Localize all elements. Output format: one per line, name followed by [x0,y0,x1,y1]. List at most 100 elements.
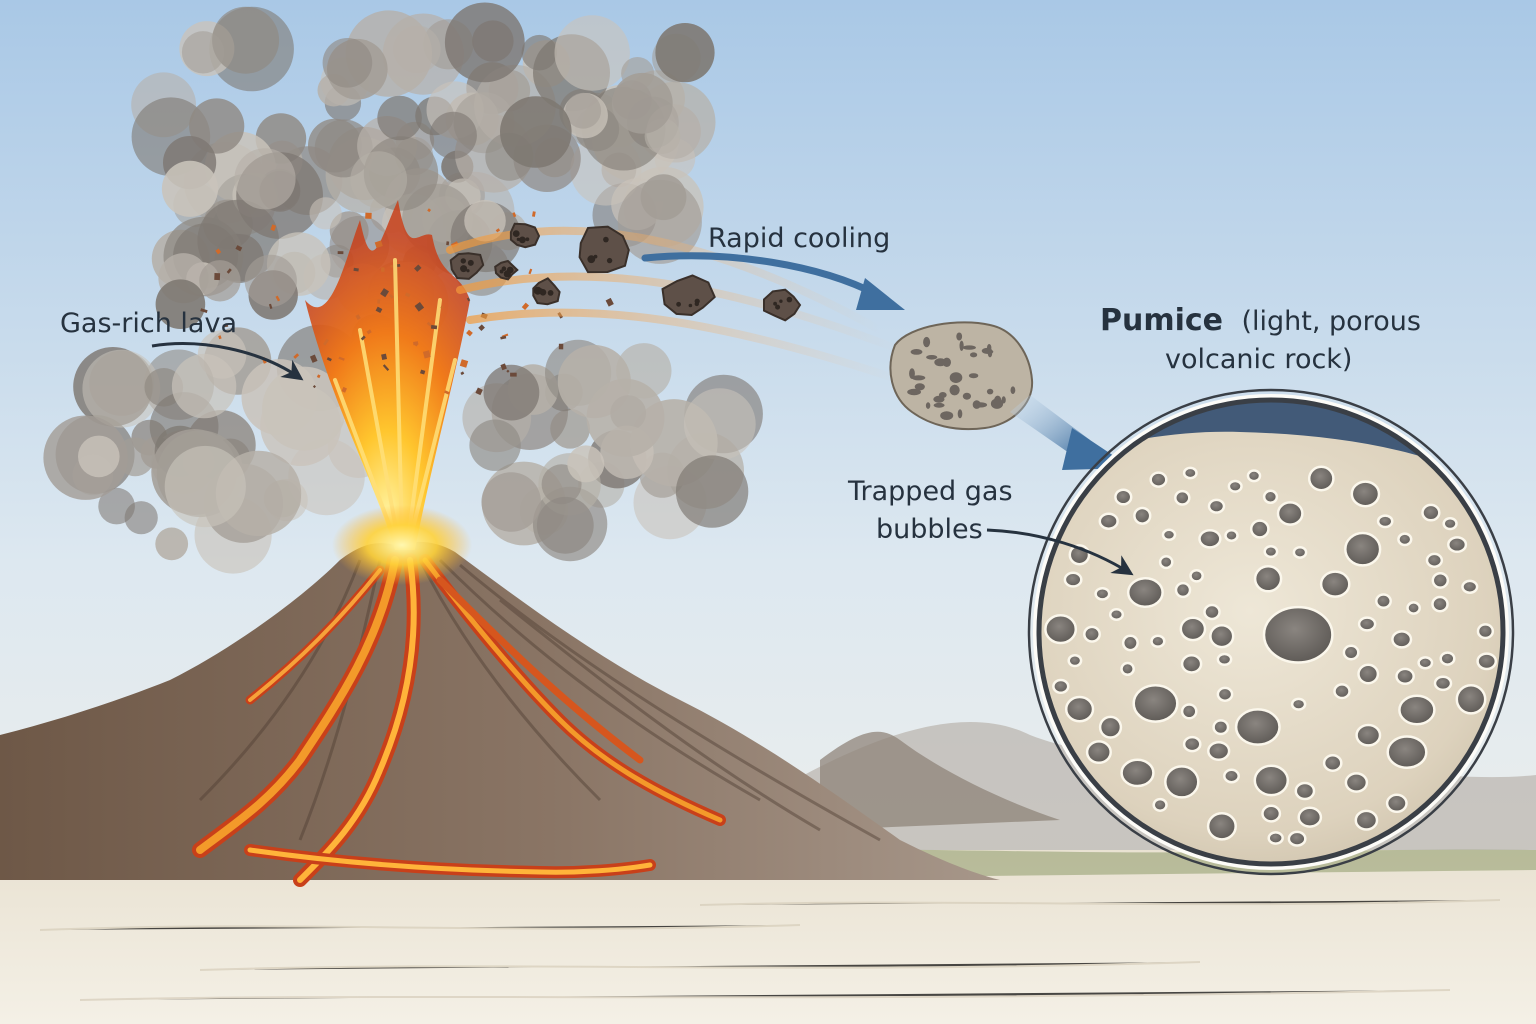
ash-puff [587,379,665,457]
gas-bubble [1359,665,1378,683]
gas-bubble [1122,760,1154,786]
rock-pore [973,400,981,409]
ash-puff [537,497,594,554]
spatter-fragment [365,213,372,219]
gas-bubble [1278,502,1302,524]
rock-pore [926,355,937,360]
rock-pore [950,372,963,383]
gas-bubble [1100,717,1121,738]
rock-pore [987,344,991,352]
ash-puff [655,23,714,82]
ash-puff [310,197,342,229]
gas-bubble [1435,677,1451,690]
gas-bubble [1264,607,1332,662]
pumice-title-text: Pumice [1100,303,1223,338]
spatter-fragment [446,241,449,245]
rock-pore [513,230,520,237]
gas-bubble [1229,481,1242,492]
gas-bubble [1419,657,1432,668]
ash-puff [430,112,477,159]
rock-pore [500,270,504,274]
ash-puff [165,446,246,527]
gas-bubble [1423,505,1440,520]
pumice-title: Pumice (light, porous [1100,303,1421,338]
gas-bubble [1184,468,1196,478]
gas-bubble [1398,534,1411,545]
gas-bubble [1408,602,1420,613]
rock-pore [923,337,930,347]
gas-bubble [1397,669,1414,684]
gas-bubble [1433,597,1448,611]
gas-bubble [1335,684,1350,698]
gas-bubble [1224,770,1238,782]
gas-bubble [1210,625,1233,647]
gas-bubble [1182,705,1196,719]
gas-bubble [1163,530,1175,540]
gas-bubble [1345,533,1380,565]
rock-pore [787,297,793,303]
gas-bubble [1441,653,1455,665]
gas-bubble [1255,566,1281,591]
gas-bubble [1299,808,1321,827]
gas-bubble [1248,471,1260,482]
gas-bubble [1069,655,1081,666]
rock-pore [956,333,962,341]
gas-bubble [1208,742,1229,759]
gas-bubble [1359,618,1375,631]
gas-bubble [1324,755,1341,770]
gas-bubble [1065,573,1081,587]
rock-pore [960,341,964,351]
gas-bubble [1433,573,1448,587]
rock-pore [926,402,930,409]
gas-bubble [1289,832,1305,846]
ash-puff [323,38,373,88]
rock-pore [969,373,978,378]
spatter-fragment [431,325,437,329]
rock-pore [933,396,944,403]
rock-pore [958,409,963,418]
gas-bubble [1309,467,1333,490]
rock-pore [940,411,953,420]
gas-bubble [1356,811,1377,830]
gas-bubble [1200,530,1221,547]
gas-bubble [1226,530,1238,541]
spatter-fragment [338,251,344,254]
gas-bubble [1392,631,1411,647]
gas-bubble [1134,685,1178,721]
gas-bubble [1100,514,1118,529]
gas-bubble [1165,766,1198,797]
gas-bubble [1399,696,1434,724]
rock-pore [460,265,467,272]
gas-bubble [1265,546,1277,557]
pumice-description-line1: (light, porous [1241,306,1420,337]
gas-bubble [1110,609,1123,619]
gas-bubble [1181,618,1205,640]
ash-puff [172,354,236,418]
rock-pore [526,237,530,241]
gas-bubble [1218,654,1231,665]
ash-puff [684,388,756,460]
gas-bubble [1218,688,1232,701]
gas-bubble [1214,720,1228,734]
gas-bubble [1182,655,1201,672]
gas-bubble [1209,500,1224,513]
rock-pore [676,302,681,307]
rock-pore [603,237,609,243]
ash-puff [641,174,687,220]
gas-bubble [1263,806,1280,822]
ash-puff [155,528,188,561]
spatter-fragment [377,299,380,303]
ash-puff [481,472,541,532]
gas-bubble [1344,646,1358,659]
ash-puff [78,436,120,478]
gas-bubble [1115,490,1131,505]
rock-pore [695,302,699,306]
trapped-gas-label-line1: Trapped gas [847,476,1013,507]
ash-puff [472,20,513,61]
ash-puff [612,73,673,134]
gas-bubble [1448,537,1466,551]
ash-puff [469,420,520,471]
gas-bubble [1294,547,1306,557]
gas-bubble [1264,491,1277,503]
